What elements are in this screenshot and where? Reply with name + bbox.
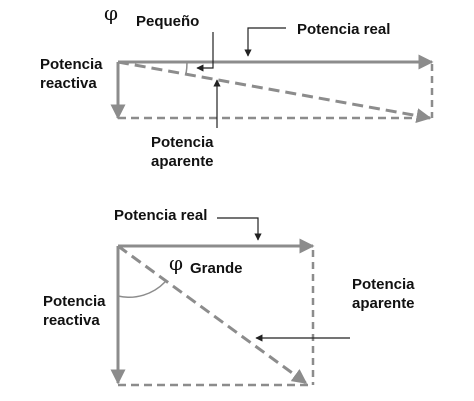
top-apparent-power-line2: aparente bbox=[151, 153, 214, 170]
top-reactive-power-line1: Potencia bbox=[40, 56, 103, 73]
top-triangle bbox=[110, 27, 434, 128]
top-apparent-power-label: Potencia aparente bbox=[151, 133, 214, 171]
bottom-angle-label: Grande bbox=[190, 260, 243, 277]
top-phi-pointer bbox=[196, 32, 214, 72]
top-phi-symbol: φ bbox=[104, 1, 119, 25]
bottom-phi-symbol: φ bbox=[169, 251, 184, 275]
bottom-apparent-power-line2: aparente bbox=[352, 295, 415, 312]
bottom-apparent-power-vector bbox=[117, 244, 308, 385]
bottom-reactive-power-label: Potencia reactiva bbox=[43, 292, 106, 330]
bottom-apparent-power-label: Potencia aparente bbox=[352, 275, 415, 313]
top-phi-angle-arc bbox=[185, 61, 188, 75]
top-apparent-power-line1: Potencia bbox=[151, 134, 214, 151]
bottom-real-power-label: Potencia real bbox=[114, 207, 208, 224]
top-reactive-power-label: Potencia reactiva bbox=[40, 55, 103, 93]
top-real-power-pointer bbox=[244, 27, 286, 57]
bottom-real-power-pointer bbox=[217, 217, 262, 241]
top-apparent-power-vector bbox=[117, 60, 432, 123]
bottom-reactive-power-line1: Potencia bbox=[43, 293, 106, 310]
top-reactive-power-line2: reactiva bbox=[40, 75, 97, 92]
bottom-apparent-power-line1: Potencia bbox=[352, 276, 415, 293]
bottom-reactive-power-line2: reactiva bbox=[43, 312, 100, 329]
bottom-phi-angle-arc bbox=[117, 281, 166, 298]
bottom-triangle bbox=[110, 217, 350, 387]
top-real-power-label: Potencia real bbox=[297, 21, 391, 38]
top-angle-label: Pequeño bbox=[136, 13, 200, 30]
